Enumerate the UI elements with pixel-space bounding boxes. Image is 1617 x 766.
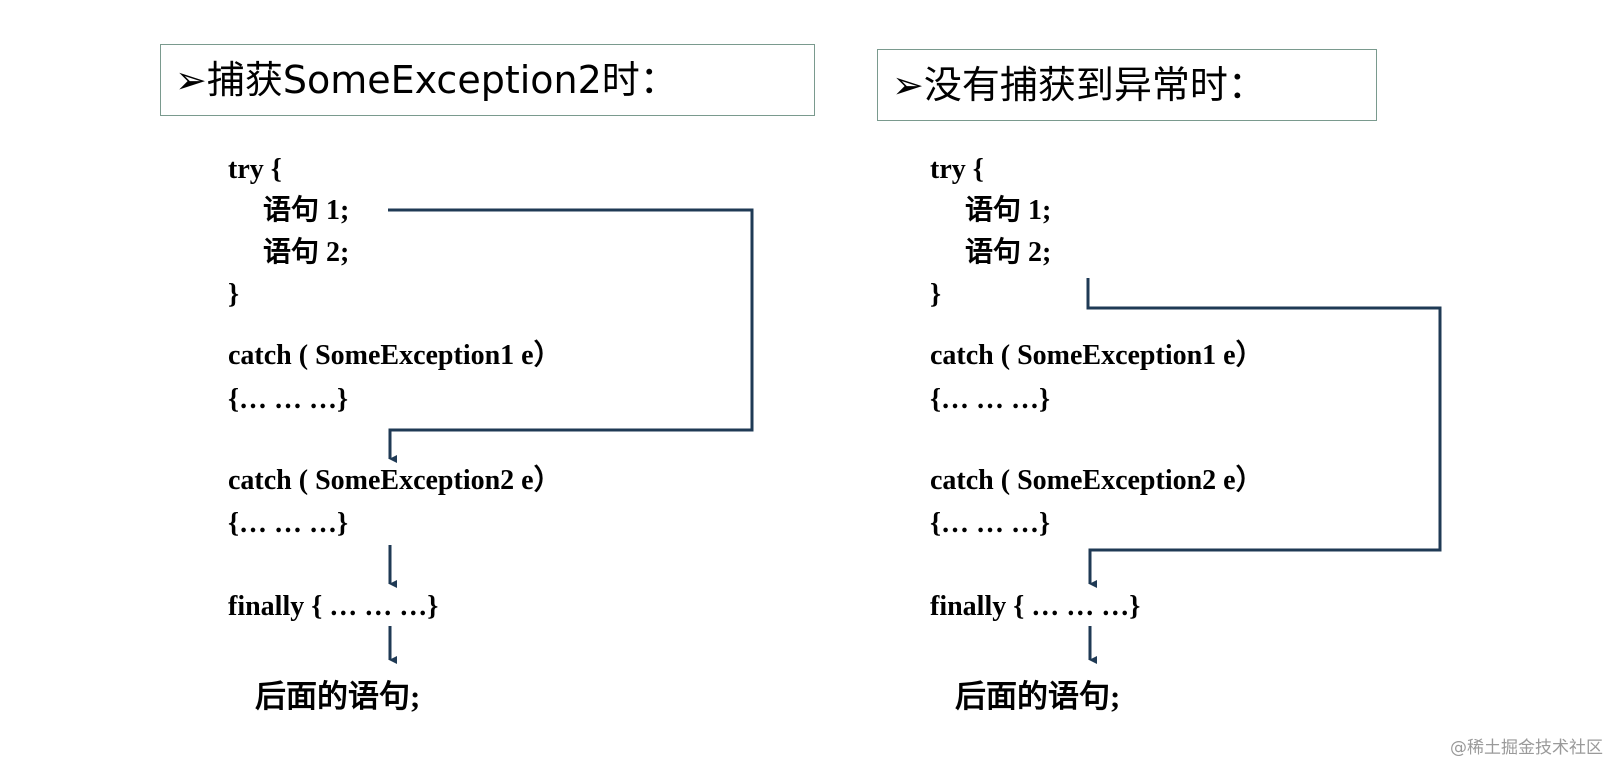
left-finally: finally { … … …} [228, 591, 439, 622]
watermark: @稀土掘金技术社区 [1450, 738, 1603, 758]
right-catch1-body: {… … …} [930, 384, 1051, 415]
right-finally: finally { … … …} [930, 591, 1141, 622]
left-stmt1: 语句 1; [263, 195, 350, 226]
left-after-statement: 后面的语句; [255, 679, 421, 714]
left-panel-header: ➢捕获SomeException2时： [160, 44, 815, 116]
left-catch2: catch ( SomeException2 e） [228, 465, 562, 496]
right-panel-header: ➢没有捕获到异常时： [877, 49, 1377, 121]
right-try-open: try { [930, 154, 984, 185]
left-catch2-body: {… … …} [228, 508, 349, 539]
right-catch2-body: {… … …} [930, 508, 1051, 539]
right-stmt2: 语句 2; [965, 237, 1052, 268]
right-after-statement: 后面的语句; [955, 679, 1121, 714]
right-catch2: catch ( SomeException2 e） [930, 465, 1264, 496]
left-header-text: ➢捕获SomeException2时： [175, 58, 678, 102]
right-stmt1: 语句 1; [965, 195, 1052, 226]
right-catch1: catch ( SomeException1 e） [930, 340, 1264, 371]
right-header-text: ➢没有捕获到异常时： [892, 63, 1266, 107]
left-try-open: try { [228, 154, 282, 185]
left-try-close: } [228, 279, 240, 310]
right-try-close: } [930, 279, 942, 310]
left-catch1: catch ( SomeException1 e） [228, 340, 562, 371]
left-stmt2: 语句 2; [263, 237, 350, 268]
right-skip-arrow [1086, 278, 1442, 588]
left-catch1-body: {… … …} [228, 384, 349, 415]
left-jump-arrow [388, 208, 754, 463]
